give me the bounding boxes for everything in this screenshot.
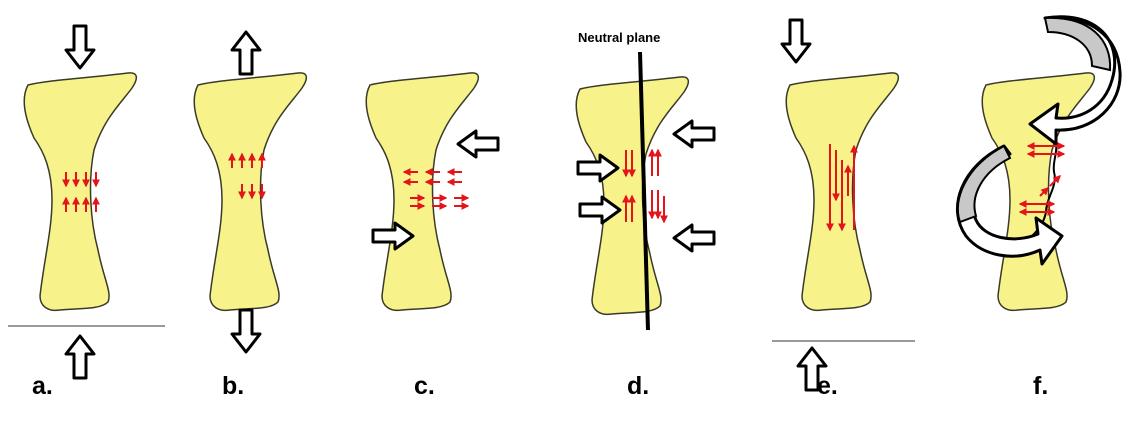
panel-f-torsion <box>957 17 1120 311</box>
panel-label-a: a. <box>32 372 53 401</box>
load-arrow-left-icon <box>458 131 498 157</box>
load-arrow-down-icon <box>66 26 94 68</box>
panel-label-b: b. <box>222 372 244 401</box>
load-arrow-down-icon <box>782 20 810 62</box>
panel-a-compression <box>8 26 165 378</box>
panel-label-f: f. <box>1033 372 1048 401</box>
panel-label-e: e. <box>817 372 838 401</box>
panel-label-c: c. <box>414 372 435 401</box>
neutral-plane-label: Neutral plane <box>578 30 660 45</box>
load-arrow-down-icon <box>232 310 260 352</box>
panel-e-compression-offset <box>772 20 915 390</box>
panel-d-bending <box>576 52 714 330</box>
panel-b-tension <box>194 32 306 352</box>
load-arrow-left-icon <box>674 225 714 251</box>
load-arrow-up-icon <box>232 32 260 74</box>
panel-label-d: d. <box>627 372 649 401</box>
load-arrow-left-icon <box>674 121 714 147</box>
panel-c-shear <box>366 73 498 311</box>
load-arrow-up-icon <box>66 336 94 378</box>
